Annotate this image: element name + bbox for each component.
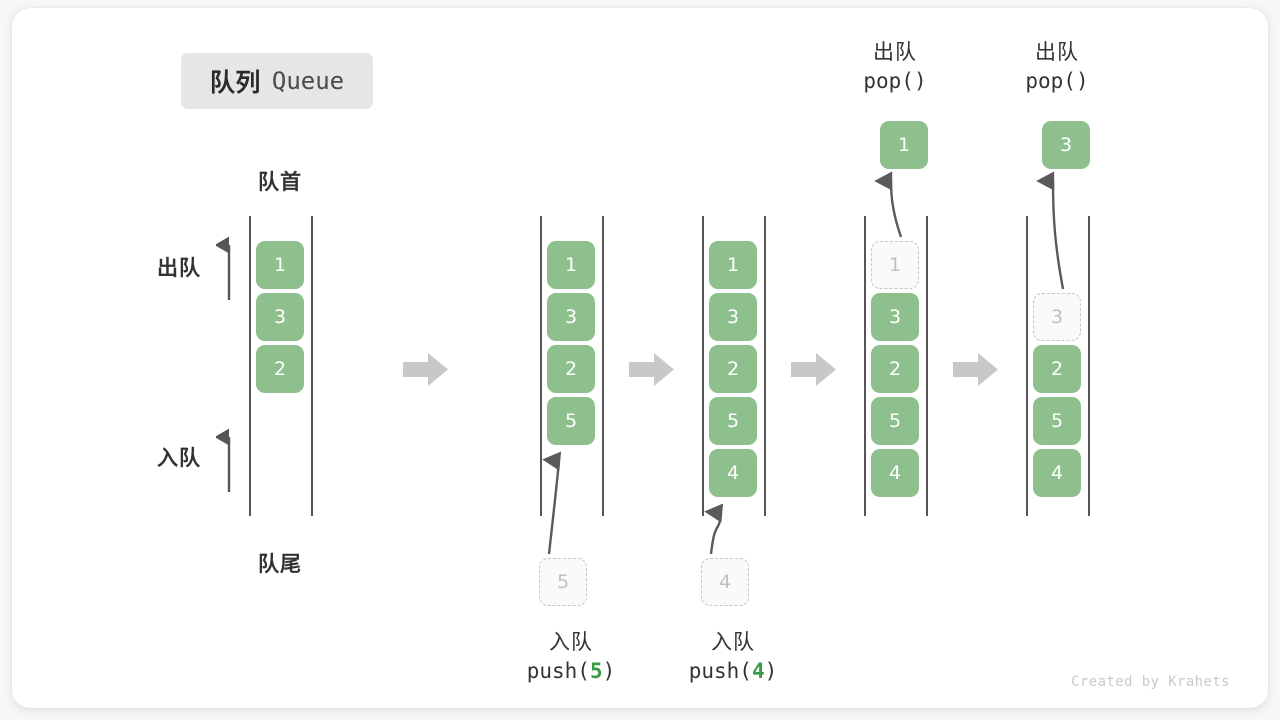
queue-element-col-pop-3-2: 2: [1033, 345, 1081, 393]
queue-element-col-pop-1-3: 5: [871, 397, 919, 445]
queue-element-col-pop-1-0: 1: [871, 241, 919, 289]
queue-element-col-pop-3-1: 3: [1033, 293, 1081, 341]
step-arrow-icon-1: [629, 353, 674, 386]
pop-caption-cn: 出队: [1035, 40, 1079, 64]
queue-element-col-push-4-2: 2: [709, 345, 757, 393]
push-fn-name: push(: [688, 658, 752, 683]
dequeue-direction-label: 出队: [157, 256, 201, 280]
pop-result-box-col-pop-3: 3: [1042, 121, 1090, 169]
pop-fn-end: ): [1075, 68, 1089, 93]
queue-rail-left: [540, 216, 542, 516]
push-caption-col-push-5: 入队 push(5): [490, 628, 652, 686]
queue-rail-left: [702, 216, 704, 516]
queue-element-col-push-5-1: 3: [547, 293, 595, 341]
pop-result-box-col-pop-1: 1: [880, 121, 928, 169]
push-caption-col-push-4: 入队 push(4): [652, 628, 814, 686]
queue-front-label: 队首: [258, 170, 302, 194]
queue-rail-right: [926, 216, 928, 516]
push-fn-end: ): [764, 658, 778, 683]
push-caption-cn: 入队: [549, 630, 593, 654]
queue-element-col-push-4-0: 1: [709, 241, 757, 289]
step-arrow-icon-2: [791, 353, 836, 386]
queue-rail-right: [1088, 216, 1090, 516]
push-fn-name: push(: [526, 658, 590, 683]
queue-element-col-push-5-2: 2: [547, 345, 595, 393]
push-fn-end: ): [602, 658, 616, 683]
queue-rail-left: [1026, 216, 1028, 516]
push-arg: 4: [751, 658, 765, 683]
credit-text: Created by Krahets: [1071, 674, 1230, 690]
queue-element-col-push-4-1: 3: [709, 293, 757, 341]
queue-element-col-pop-1-1: 3: [871, 293, 919, 341]
queue-rail-right: [764, 216, 766, 516]
queue-rail-left: [864, 216, 866, 516]
queue-rail-right: [602, 216, 604, 516]
queue-element-col-pop-1-4: 4: [871, 449, 919, 497]
queue-element-col-initial-1: 3: [256, 293, 304, 341]
pop-caption-code: pop(): [976, 67, 1138, 96]
push-caption-code: push(4): [652, 657, 814, 686]
queue-element-col-push-4-4: 4: [709, 449, 757, 497]
pop-fn-name: pop(: [863, 68, 914, 93]
pop-caption-cn: 出队: [873, 40, 917, 64]
step-arrow-icon-0: [402, 353, 448, 386]
queue-element-col-pop-3-4: 4: [1033, 449, 1081, 497]
push-arrow-icon-col-push-5: [542, 451, 562, 555]
push-arrow-icon-col-push-4: [704, 503, 724, 555]
push-source-box-col-push-5: 5: [539, 558, 587, 606]
push-caption-cn: 入队: [711, 630, 755, 654]
title-cn: 队列: [209, 68, 261, 97]
pop-arrow-icon-col-pop-1: [874, 171, 903, 238]
push-caption-code: push(5): [490, 657, 652, 686]
pop-caption-col-pop-1: 出队 pop(): [814, 38, 976, 96]
dequeue-direction-arrow-icon: [216, 236, 231, 300]
pop-fn-end: ): [913, 68, 927, 93]
queue-element-col-initial-2: 2: [256, 345, 304, 393]
pop-caption-col-pop-3: 出队 pop(): [976, 38, 1138, 96]
push-source-box-col-push-4: 4: [701, 558, 749, 606]
queue-rear-label: 队尾: [258, 552, 302, 576]
queue-element-col-push-5-0: 1: [547, 241, 595, 289]
title-en: Queue: [271, 67, 345, 95]
enqueue-direction-arrow-icon: [216, 428, 231, 492]
pop-arrow-icon-col-pop-3: [1036, 171, 1065, 290]
step-arrow-icon-3: [953, 353, 998, 386]
enqueue-direction-label: 入队: [157, 446, 201, 470]
pop-fn-name: pop(: [1025, 68, 1076, 93]
push-arg: 5: [589, 658, 603, 683]
queue-element-col-push-4-3: 5: [709, 397, 757, 445]
queue-element-col-pop-3-3: 5: [1033, 397, 1081, 445]
queue-element-col-initial-0: 1: [256, 241, 304, 289]
pop-caption-code: pop(): [814, 67, 976, 96]
queue-rail-right: [311, 216, 313, 516]
queue-rail-left: [249, 216, 251, 516]
diagram-title-chip: 队列 Queue: [181, 53, 373, 109]
queue-element-col-push-5-3: 5: [547, 397, 595, 445]
queue-element-col-pop-1-2: 2: [871, 345, 919, 393]
